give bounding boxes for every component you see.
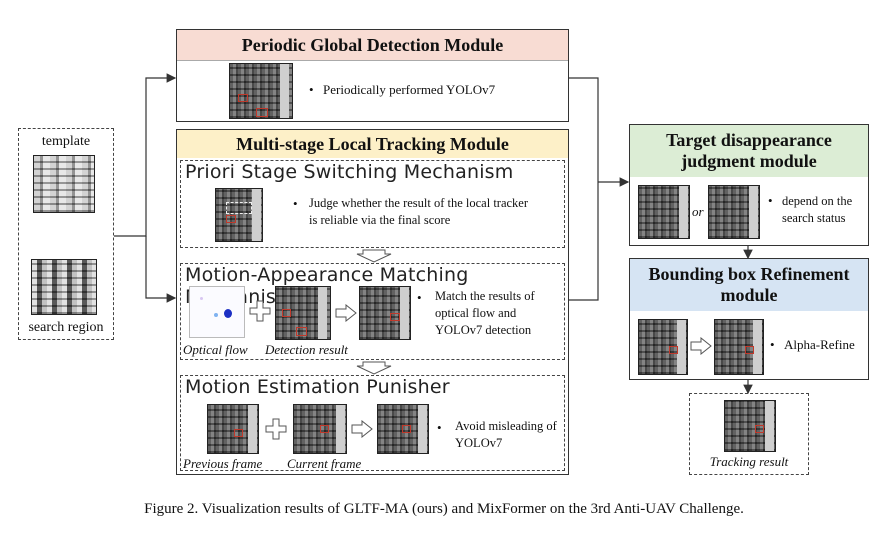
refinement-module: Bounding box Refinement module • Alpha-R… (629, 258, 869, 380)
template-label: template (41, 134, 91, 149)
search-region-image (31, 259, 97, 315)
refinement-text: Alpha-Refine (784, 337, 855, 352)
disappearance-frame-a (638, 185, 690, 239)
refinement-input-image (638, 319, 688, 375)
priori-search-window (226, 202, 252, 214)
disappearance-text: depend on the search status (782, 194, 853, 225)
motion-text: Match the results of optical flow and YO… (435, 289, 535, 337)
multistage-tracking-module: Multi-stage Local Tracking Module Priori… (176, 129, 569, 475)
priori-frame-image (215, 188, 263, 242)
bullet-dot: • (293, 196, 298, 211)
refinement-output-image (714, 319, 764, 375)
current-frame-caption: Current frame (287, 456, 362, 471)
disappearance-title: Target disappearance judgment module (630, 125, 868, 177)
plus-icon (265, 418, 287, 440)
search-region-label: search region (28, 320, 104, 335)
periodic-frame-image (229, 63, 293, 119)
optical-flow-caption: Optical flow (183, 342, 248, 357)
hollow-right-arrow-icon (351, 420, 373, 438)
hollow-right-arrow-icon (690, 337, 712, 355)
matched-result-image (359, 286, 411, 340)
priori-title: Priori Stage Switching Mechanism (185, 161, 514, 183)
priori-stage-panel: Priori Stage Switching Mechanism • Judge… (180, 160, 565, 248)
template-image (33, 155, 95, 213)
plus-icon (249, 300, 271, 322)
bullet-dot: • (768, 193, 773, 208)
priori-text: Judge whether the result of the local tr… (309, 196, 529, 227)
multistage-title: Multi-stage Local Tracking Module (177, 130, 568, 158)
current-frame-image (293, 404, 347, 454)
motion-punisher-panel: Motion Estimation Punisher • Avoid misle… (180, 375, 565, 471)
hollow-down-arrow-icon (356, 361, 392, 375)
disappearance-frame-b (708, 185, 760, 239)
disappearance-module: Target disappearance judgment module or … (629, 124, 869, 246)
punished-result-image (377, 404, 429, 454)
periodic-title: Periodic Global Detection Module (177, 30, 568, 61)
motion-appearance-panel: Motion-Appearance Matching Mechanism • M… (180, 263, 565, 360)
figure-caption: Figure 2. Visualization results of GLTF-… (144, 501, 744, 517)
tracking-result-image (724, 400, 776, 452)
detection-result-caption: Detection result (265, 342, 348, 357)
input-panel: template search region (18, 128, 114, 340)
hollow-right-arrow-icon (335, 304, 357, 322)
tracking-result-caption: Tracking result (709, 454, 789, 469)
hollow-down-arrow-icon (356, 249, 392, 263)
optical-flow-image (189, 286, 245, 338)
bullet-dot: • (309, 82, 314, 97)
refinement-title: Bounding box Refinement module (630, 259, 868, 311)
periodic-text: Periodically performed YOLOv7 (323, 82, 496, 97)
bullet-dot: • (417, 290, 422, 305)
or-label: or (692, 204, 704, 219)
punisher-text: Avoid misleading of YOLOv7 (455, 419, 557, 450)
periodic-detection-module: Periodic Global Detection Module • Perio… (176, 29, 569, 122)
punisher-title: Motion Estimation Punisher (185, 376, 450, 398)
previous-frame-caption: Previous frame (183, 456, 263, 471)
tracking-result-panel: Tracking result (689, 393, 809, 475)
previous-frame-image (207, 404, 259, 454)
detection-result-image (275, 286, 331, 340)
bullet-dot: • (437, 420, 442, 435)
bullet-dot: • (770, 337, 775, 352)
